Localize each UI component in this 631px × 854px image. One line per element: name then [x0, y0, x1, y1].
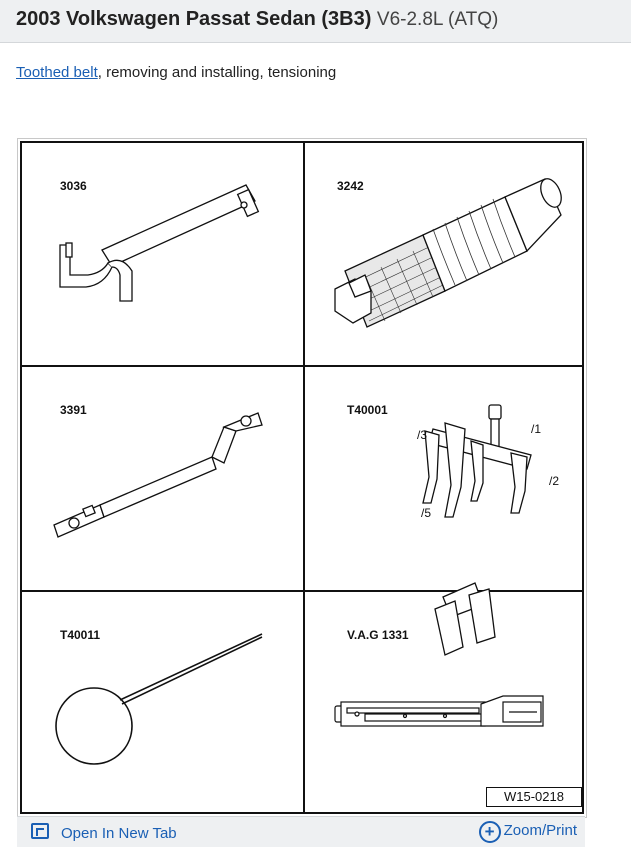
page-header: 2003 Volkswagen Passat Sedan (3B3) V6-2.… [0, 0, 631, 43]
zoom-label: Zoom/Print [503, 822, 577, 839]
grid-divider [22, 590, 582, 592]
page-title: 2003 Volkswagen Passat Sedan (3B3) V6-2.… [16, 8, 498, 31]
offset-pin-wrench-icon [53, 412, 263, 538]
tool-label: V.A.G 1331 [347, 628, 409, 642]
tool-label: 3391 [60, 403, 87, 417]
tool-cell-3391: 3391 [22, 367, 303, 590]
wire-loop-tool-icon [55, 633, 263, 765]
tools-figure: 3036 3242 [17, 138, 587, 818]
torque-wrench-icon [334, 695, 544, 727]
engine-label: V6-2.8L (ATQ) [376, 9, 499, 30]
callout-label: /5 [421, 506, 431, 520]
callout-label: /1 [531, 422, 541, 436]
breadcrumb-rest: , removing and installing, tensioning [97, 64, 337, 81]
vehicle-title: 2003 Volkswagen Passat Sedan (3B3) [16, 8, 372, 30]
tool-label: T40001 [347, 403, 388, 417]
callout-label: /3 [417, 428, 427, 442]
puller-assembly-icon: /1 /2 /3 /5 [417, 404, 559, 656]
callout-label: /2 [549, 474, 559, 488]
grid-divider [22, 365, 582, 367]
spanner-wrench-icon [59, 184, 260, 302]
figure-footer: Open In New Tab +Zoom/Print [17, 816, 585, 847]
open-external-icon [31, 823, 49, 839]
grid-divider [303, 143, 305, 812]
threaded-pin-tool-icon [334, 178, 562, 328]
toothed-belt-link[interactable]: Toothed belt [16, 64, 98, 81]
zoom-plus-icon: + [478, 821, 501, 843]
tool-cell-3036: 3036 [22, 143, 303, 365]
figure-code: W15-0218 [486, 787, 582, 807]
open-in-new-tab-button[interactable]: Open In New Tab [31, 823, 177, 842]
breadcrumb: Toothed belt, removing and installing, t… [16, 64, 336, 81]
tool-label: T40011 [60, 628, 101, 642]
tool-cell-3242: 3242 [305, 143, 582, 365]
tool-cell-T40011: T40011 [22, 592, 303, 812]
tool-label: 3036 [60, 179, 87, 193]
tool-label: 3242 [337, 179, 364, 193]
tool-cell-T40001: T40001 /1 /2 /3 [305, 367, 582, 656]
tool-cell-VAG-1331: V.A.G 1331 [305, 592, 582, 812]
tools-grid: 3036 3242 [20, 141, 584, 814]
open-label: Open In New Tab [61, 825, 177, 842]
zoom-print-button[interactable]: +Zoom/Print [478, 821, 577, 843]
